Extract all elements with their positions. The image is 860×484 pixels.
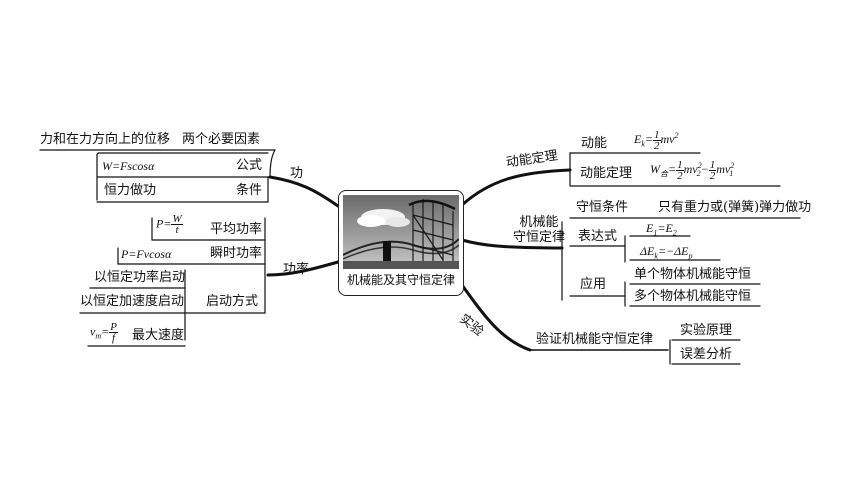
conservation-condition-value: 只有重力或(弹簧)弹力做功 xyxy=(658,200,812,215)
branch-label-conservation: 机械能 守恒定律 xyxy=(513,215,566,245)
work-condition-value: 恒力做功 xyxy=(104,183,157,198)
conservation-application-label: 应用 xyxy=(580,277,607,292)
branch-kinetic-line xyxy=(460,168,572,207)
branch-label-power: 功率 xyxy=(283,262,310,277)
start-const-accel: 以恒定加速度启动 xyxy=(80,294,185,309)
start-mode-label: 启动方式 xyxy=(206,294,259,309)
conservation-app-single: 单个物体机械能守恒 xyxy=(634,267,752,282)
roller-coaster-photo xyxy=(343,195,459,269)
center-title: 机械能及其守恒定律 xyxy=(346,273,455,287)
max-speed-label: 最大速度 xyxy=(132,328,185,343)
work-two-factors: 两个必要因素 xyxy=(182,132,261,147)
conservation-expr-1: E1=E2 xyxy=(646,221,677,238)
work-formula: W=Fscosα xyxy=(102,159,155,173)
work-formula-label: 公式 xyxy=(236,158,263,173)
branch-power-line xyxy=(266,260,340,277)
branch-label-work: 功 xyxy=(290,166,304,181)
conservation-app-multi: 多个物体机械能守恒 xyxy=(634,289,752,304)
inst-power-formula: P=Fvcosα xyxy=(121,247,172,261)
conservation-condition-label: 守恒条件 xyxy=(576,200,629,215)
inst-power-label: 瞬时功率 xyxy=(210,246,263,261)
work-condition-label: 条件 xyxy=(236,183,263,198)
branch-conservation-line xyxy=(460,238,564,250)
experiment-title: 验证机械能守恒定律 xyxy=(536,332,654,347)
work-displacement-text: 力和在力方向上的位移 xyxy=(40,132,171,147)
experiment-error-analysis: 误差分析 xyxy=(680,347,733,362)
center-node: 机械能及其守恒定律 xyxy=(338,190,464,296)
branch-experiment-line xyxy=(460,283,532,352)
start-const-power: 以恒定功率启动 xyxy=(94,270,186,285)
kinetic-theorem-label: 动能定理 xyxy=(580,166,633,181)
conservation-expression-label: 表达式 xyxy=(578,229,618,244)
experiment-principle: 实验原理 xyxy=(680,323,733,338)
avg-power-label: 平均功率 xyxy=(210,222,263,237)
conservation-expr-2: ΔEk=−ΔEp xyxy=(640,244,693,261)
kinetic-energy-label: 动能 xyxy=(581,136,608,151)
branch-work-line xyxy=(268,175,340,208)
